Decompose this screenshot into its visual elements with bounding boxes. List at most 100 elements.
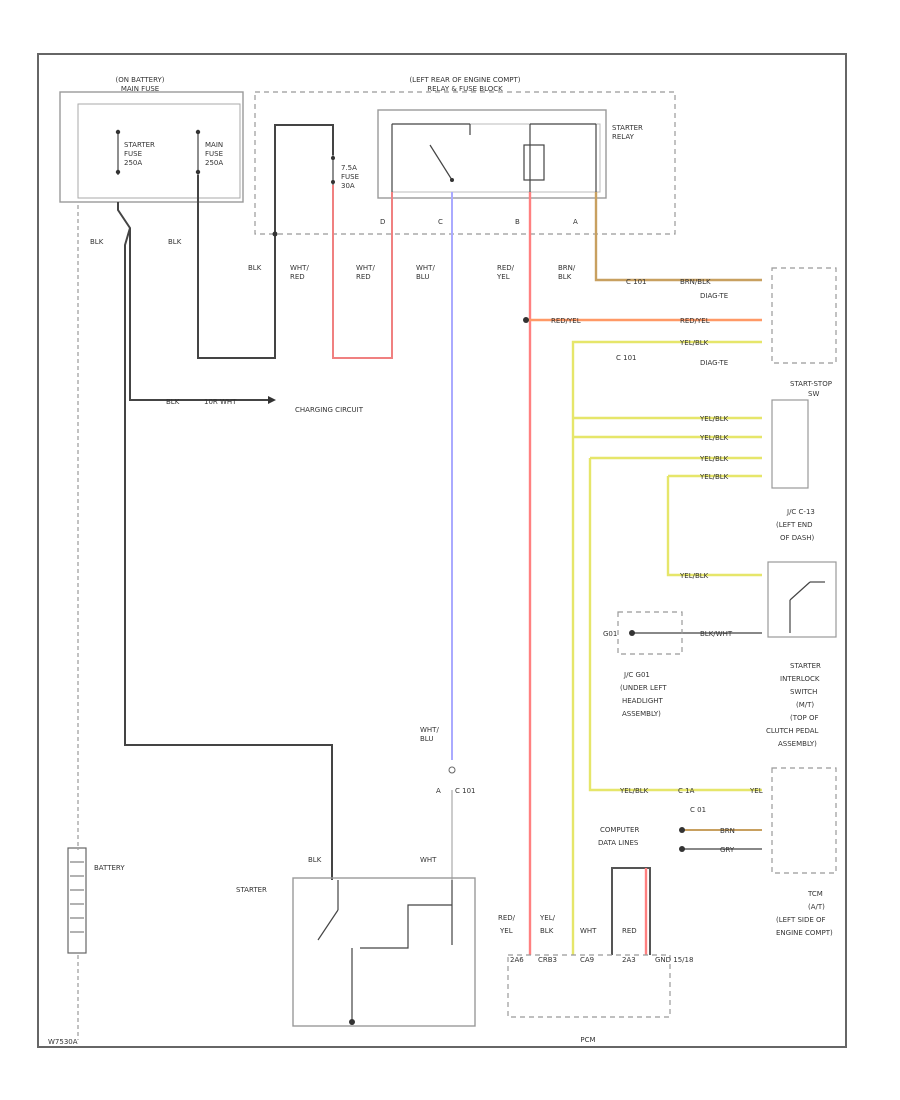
label-pcm-pin-ref: GND 15/18 (655, 956, 693, 964)
label-jc-g01-3: HEADLIGHT (622, 697, 664, 705)
label-blk-left: BLK (90, 238, 104, 246)
label-jc-g01-1: J/C G01 (623, 671, 650, 679)
relay-pin-b: B (515, 218, 520, 226)
label-blk-relay: BLK (248, 264, 262, 272)
battery-label: BATTERY (94, 864, 125, 872)
label-charging-wht: 10R WHT (204, 398, 237, 406)
starter-label: STARTER (236, 886, 267, 894)
label-jc-g01-2: (UNDER LEFT (620, 684, 667, 692)
label-tcm-3: (LEFT SIDE OF (776, 916, 826, 924)
label-tcm-1: TCM (807, 890, 823, 898)
label-brn-blk-wire: BRN/BLK (680, 278, 711, 286)
label-pcm-pin-3: CA9 (580, 956, 594, 964)
label-ssw-2: YEL/BLK (699, 434, 729, 442)
label-ssw-1: YEL/BLK (699, 415, 729, 423)
wire-yel-blk-tcm (588, 458, 762, 792)
relay-block-title-2: RELAY & FUSE BLOCK (427, 85, 503, 93)
label-pcm-wire-2: YEL (499, 927, 513, 935)
label-g01: G01 (603, 630, 617, 638)
relay-fuse-block: (LEFT REAR OF ENGINE COMPT) RELAY & FUSE… (254, 76, 676, 235)
label-blk-mid: BLK (168, 238, 182, 246)
label-pcm-wire-6: RED (622, 927, 637, 935)
label-pcm-pin-2: CRB3 (538, 956, 557, 964)
right-connectors (617, 267, 837, 874)
label-computer-data-2: DATA LINES (598, 839, 639, 847)
label-wht-blu-lower-a: WHT/ (420, 726, 439, 734)
label-interlock-3: SWITCH (790, 688, 817, 696)
main-fuse-title-2: MAIN FUSE (121, 85, 159, 93)
label-starter-wht: WHT (420, 856, 437, 864)
wire-brn-blk (594, 192, 762, 282)
label-interlock-4: (M/T) (796, 701, 814, 709)
label-wht-blu-b: BLU (416, 273, 429, 281)
label-wht-red-2a: WHT/ (356, 264, 375, 272)
label-pcm-pin-1: 2A6 (510, 956, 524, 964)
label-tcm-4: ENGINE COMPT) (776, 929, 833, 937)
relay-block-title-1: (LEFT REAR OF ENGINE COMPT) (409, 76, 520, 84)
label-interlock-5: (TOP OF (790, 714, 819, 722)
label-starter-c101: C 101 (455, 787, 475, 795)
label-wht-red-2b: RED (356, 273, 371, 281)
battery-component: BATTERY (67, 847, 125, 954)
fuse15-label-3: 30A (341, 182, 355, 190)
label-jc-yel-blk: YEL/BLK (679, 572, 709, 580)
pcm-label: PCM (580, 1036, 595, 1044)
starter-fuse-label-2: FUSE (124, 150, 142, 158)
wire-yel-blk-1 (571, 340, 762, 955)
starter-fuse-label-1: STARTER (124, 141, 155, 149)
label-wht-blu-lower-b: BLU (420, 735, 433, 743)
relay-pin-d: D (380, 218, 385, 226)
label-wht-red-1a: WHT/ (290, 264, 309, 272)
label-wht-red-1b: RED (290, 273, 305, 281)
label-wht-blu-a: WHT/ (416, 264, 435, 272)
diagram-frame (37, 53, 847, 1048)
label-pcm-wire-4: BLK (540, 927, 554, 935)
label-starter-c101-pin: A (436, 787, 441, 795)
label-red-yel-wire: RED/YEL (551, 317, 581, 325)
label-ssw-3: YEL/BLK (699, 455, 729, 463)
label-c01: C 01 (690, 806, 706, 814)
wire-wht-red (332, 185, 393, 359)
wire-blk-relay (274, 124, 334, 234)
label-pcm-wire-3: YEL/ (539, 914, 556, 922)
starter-relay-label-1: STARTER (612, 124, 643, 132)
label-blk-wht: BLK/WHT (700, 630, 733, 638)
label-red-yel-b: YEL (496, 273, 510, 281)
label-red-yel-a: RED/ (497, 264, 515, 272)
label-brn-wire: BRN (720, 827, 735, 835)
label-jc-g01-4: ASSEMBLY) (622, 710, 661, 718)
label-brn-blk-b: BLK (558, 273, 572, 281)
label-starter-blk: BLK (308, 856, 322, 864)
label-start-stop-1: START-STOP (790, 380, 832, 388)
label-pcm-pin-4: 2A3 (622, 956, 636, 964)
label-c101-mid: C 101 (616, 354, 636, 362)
main-fuse-label-2: FUSE (205, 150, 223, 158)
label-red-yel-wire-right: RED/YEL (680, 317, 710, 325)
label-conn-ref-1: DIAG-TE (700, 292, 728, 300)
main-fuse-label-1: MAIN (205, 141, 223, 149)
starter-fuse-label-3: 250A (124, 159, 142, 167)
label-jc-c13-3: OF DASH) (780, 534, 815, 542)
wire-yel-blk-jc (666, 476, 762, 577)
label-interlock-2: INTERLOCK (780, 675, 820, 683)
fuse15-label-1: 7.5A (341, 164, 357, 172)
pcm-component: PCM (507, 954, 671, 1044)
label-interlock-1: STARTER (790, 662, 821, 670)
label-start-stop-2: SW (808, 390, 819, 398)
label-yel-blk-wire: YEL/BLK (679, 339, 709, 347)
label-brn-blk-a: BRN/ (558, 264, 576, 272)
label-interlock-7: ASSEMBLY) (778, 740, 817, 748)
fuse15-label-2: FUSE (341, 173, 359, 181)
label-pcm-wire-5: WHT (580, 927, 597, 935)
main-fuse-title-1: (ON BATTERY) (115, 76, 164, 84)
main-fuse-box: (ON BATTERY) MAIN FUSE STARTER FUSE 250A… (59, 76, 244, 203)
label-interlock-6: CLUTCH PEDAL (766, 727, 819, 735)
main-fuse-label-3: 250A (205, 159, 223, 167)
label-c1a: C 1A (678, 787, 695, 795)
label-jc-c13-1: J/C C-13 (786, 508, 815, 516)
wire-blk-main (197, 175, 276, 359)
label-gry-wire: GRY (720, 846, 735, 854)
relay-pin-a: A (573, 218, 578, 226)
label-c101-top: C 101 (626, 278, 646, 286)
